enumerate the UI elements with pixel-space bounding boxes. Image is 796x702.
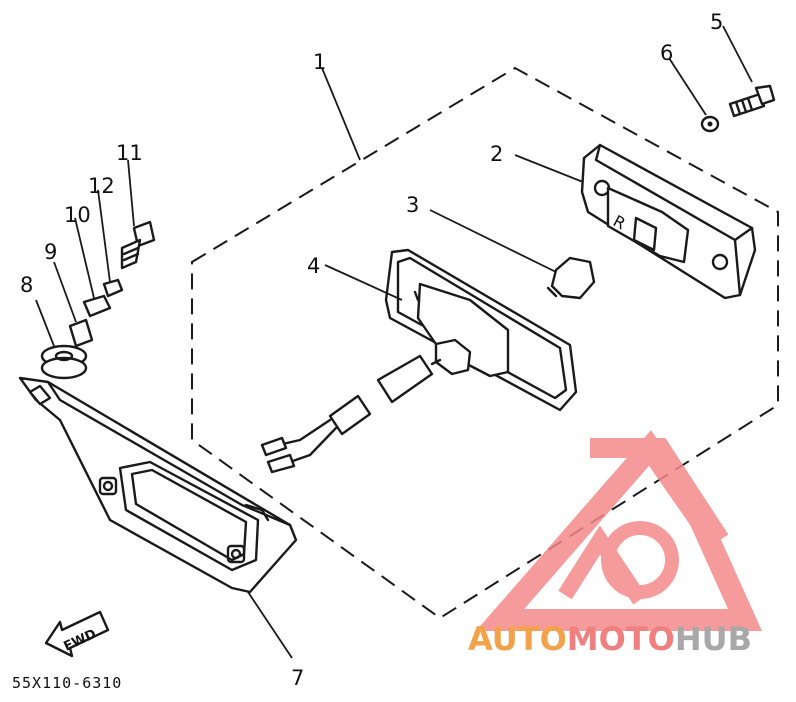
bulb	[546, 256, 596, 300]
part-label-2: 2	[490, 142, 503, 166]
watermark-wordmark: AUTOMOTOHUB	[468, 620, 752, 658]
collar-9	[68, 318, 94, 348]
watermark-hub: HUB	[675, 620, 752, 658]
part-label-9: 9	[44, 240, 57, 264]
wire-harness	[260, 354, 442, 474]
part-label-3: 3	[406, 193, 419, 217]
watermark-moto: MOTO	[567, 620, 675, 658]
grommet-8	[40, 344, 88, 380]
nut-10	[82, 294, 112, 318]
part-label-7: 7	[291, 666, 304, 690]
watermark-auto: AUTO	[468, 620, 567, 658]
lamp-lens-housing	[384, 248, 578, 412]
part-label-12: 12	[88, 174, 115, 198]
diagram-code: 55X110-6310	[12, 674, 122, 692]
leader-lines	[35, 25, 753, 659]
part-label-10: 10	[64, 203, 91, 227]
bolt-11	[120, 220, 156, 270]
screw-5	[728, 84, 776, 118]
part-label-1: 1	[313, 50, 326, 74]
lamp-base-plate: R	[580, 143, 757, 300]
part-label-5: 5	[710, 10, 723, 34]
washer-6-hole	[707, 121, 713, 127]
fwd-arrow: FWD	[44, 610, 110, 658]
clip-12	[102, 278, 124, 298]
part-label-8: 8	[20, 273, 33, 297]
part-label-6: 6	[660, 41, 673, 65]
watermark-logo	[475, 430, 763, 631]
part-label-11: 11	[116, 141, 143, 165]
part-label-4: 4	[307, 254, 320, 278]
mounting-bracket	[18, 376, 298, 594]
assembly-boundary	[191, 66, 779, 620]
